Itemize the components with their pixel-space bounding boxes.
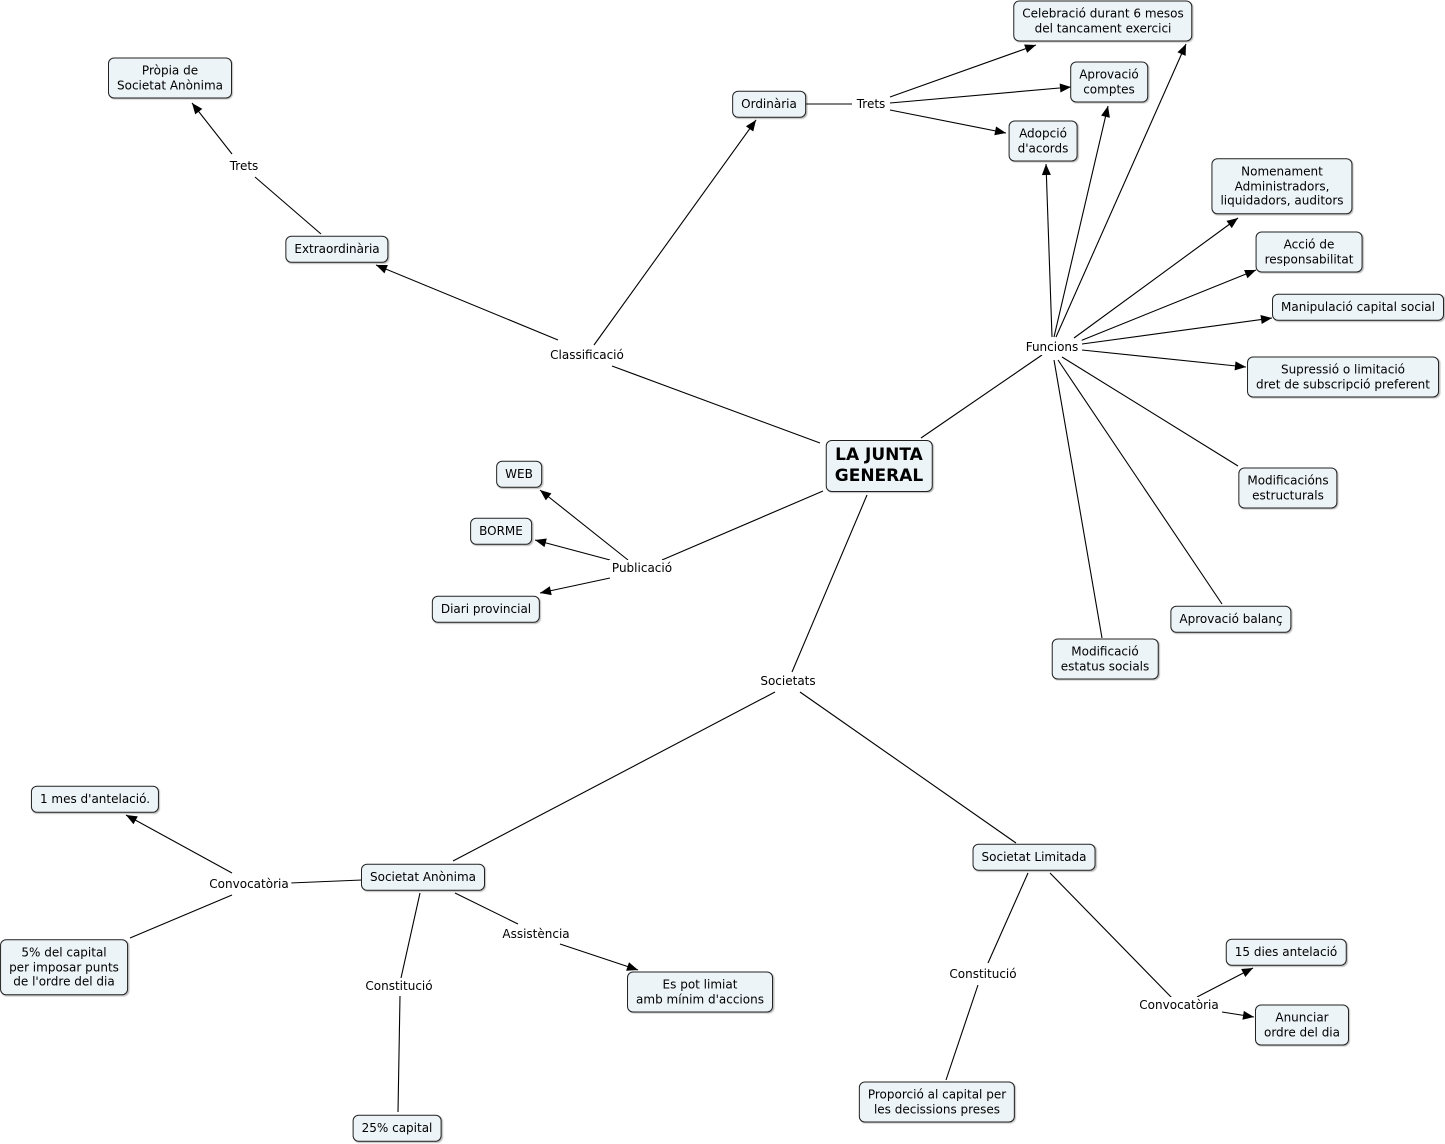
connector-line-30: [400, 892, 421, 979]
link-classificacio: Classificació: [547, 347, 627, 363]
link-publicacio: Publicació: [608, 560, 676, 576]
arrowhead-12: [1177, 44, 1186, 56]
arrowhead-21: [540, 490, 552, 501]
connector-line-24: [791, 494, 868, 673]
concept-aprovacio-balanc[interactable]: Aprovació balanç: [1170, 605, 1292, 633]
connector-line-10: [1045, 163, 1053, 338]
concept-nomenament[interactable]: Nomenament Administradors, liquidadors, …: [1211, 158, 1353, 214]
concept-manipulacio-capital[interactable]: Manipulació capital social: [1272, 293, 1444, 321]
connector-line-27: [289, 879, 363, 884]
concept-propia-societat-anonima[interactable]: Pròpia de Societat Anònima: [108, 57, 232, 99]
connector-line-9: [920, 354, 1043, 439]
link-funcions: Funcions: [1022, 339, 1082, 355]
concept-un-mes-antelacio[interactable]: 1 mes d'antelació.: [30, 785, 160, 813]
arrowhead-3: [192, 103, 203, 115]
arrowhead-11: [1101, 106, 1110, 118]
concept-supressio-limitacio[interactable]: Supressió o limitació dret de subscripci…: [1247, 356, 1439, 398]
connector-line-21: [539, 489, 629, 561]
concept-societat-anonima[interactable]: Societat Anònima: [361, 863, 485, 891]
arrowhead-15: [1260, 315, 1272, 324]
connector-line-35: [945, 984, 979, 1081]
concept-diari-provincial[interactable]: Diari provincial: [431, 595, 541, 623]
arrowhead-13: [1226, 218, 1238, 229]
arrowhead-1: [376, 265, 388, 274]
arrowhead-37: [1241, 968, 1253, 978]
connector-line-23: [539, 577, 611, 594]
connector-line-17: [1061, 356, 1239, 467]
arrowhead-7: [1059, 83, 1071, 93]
connector-line-36: [1049, 872, 1173, 999]
link-trets-extraordinaria: Trets: [226, 158, 262, 174]
concept-modificacions-estructurals[interactable]: Modificacións estructurals: [1238, 467, 1338, 509]
connector-line-28: [125, 814, 233, 874]
arrowhead-8: [994, 126, 1006, 136]
link-convocatoria-sl: Convocatòria: [1136, 997, 1222, 1013]
connector-line-20: [661, 490, 824, 561]
concept-web[interactable]: WEB: [496, 460, 542, 488]
connector-line-25: [452, 691, 776, 862]
arrowhead-28: [126, 815, 138, 825]
connector-line-11: [1053, 105, 1109, 338]
connector-line-8: [889, 109, 1007, 134]
concept-extraordinaria[interactable]: Extraordinària: [285, 235, 389, 263]
arrowhead-4: [745, 120, 756, 132]
connector-line-18: [1057, 359, 1223, 605]
link-constitucio-sl: Constitució: [946, 966, 1020, 982]
concept-ordinaria[interactable]: Ordinària: [732, 90, 806, 118]
concept-anunciar-ordre[interactable]: Anunciar ordre del dia: [1254, 1004, 1350, 1046]
concept-accio-responsabilitat[interactable]: Acció de responsabilitat: [1255, 231, 1363, 273]
arrowhead-33: [626, 962, 638, 971]
concept-celebracio[interactable]: Celebració durant 6 mesos del tancament …: [1013, 0, 1193, 42]
connector-line-15: [1081, 317, 1273, 345]
connector-line-16: [1081, 349, 1247, 368]
arrowhead-38: [1242, 1010, 1254, 1020]
link-convocatoria-sa: Convocatòria: [206, 876, 292, 892]
connector-line-19: [1053, 359, 1103, 639]
concept-adopcio-acords[interactable]: Adopció d'acords: [1008, 120, 1078, 162]
arrowhead-14: [1244, 269, 1256, 279]
connector-line-7: [889, 86, 1072, 104]
connector-line-6: [889, 44, 1037, 98]
connector-line-33: [559, 943, 639, 971]
concept-la-junta-general[interactable]: LA JUNTA GENERAL: [825, 440, 933, 492]
arrowhead-23: [540, 586, 552, 596]
arrowhead-16: [1234, 361, 1246, 371]
concept-proporcio-capital[interactable]: Proporció al capital per les decissions …: [858, 1081, 1016, 1123]
connector-line-12: [1055, 43, 1187, 338]
arrowhead-6: [1024, 44, 1036, 53]
concept-modificacio-estatus[interactable]: Modificació estatus socials: [1051, 638, 1159, 680]
connector-line-31: [397, 995, 401, 1113]
link-assistencia: Assistència: [499, 926, 573, 942]
connector-line-22: [534, 539, 611, 561]
connector-line-4: [593, 119, 757, 346]
connector-line-14: [1079, 269, 1257, 342]
concept-vint-cinc-pct-capital[interactable]: 25% capital: [352, 1114, 442, 1142]
concept-es-pot-limitar[interactable]: Es pot limiat amb mínim d'accions: [627, 971, 773, 1013]
connector-line-26: [799, 691, 1017, 844]
connector-line-29: [129, 894, 233, 939]
concept-quinze-dies[interactable]: 15 dies antelació: [1225, 938, 1347, 966]
connector-line-1: [375, 264, 559, 341]
connector-line-34: [987, 872, 1029, 964]
connector-line-2: [254, 176, 322, 235]
link-constitucio-sa: Constitució: [362, 978, 436, 994]
connector-line-13: [1073, 217, 1239, 339]
link-trets-ordinaria: Trets: [853, 96, 889, 112]
concept-cinc-pct-capital[interactable]: 5% del capital per imposar punts de l'or…: [0, 939, 128, 995]
link-societats: Societats: [757, 673, 819, 689]
concept-borme[interactable]: BORME: [470, 517, 532, 545]
connector-line-32: [454, 892, 519, 925]
arrowhead-10: [1041, 164, 1051, 176]
concept-societat-limitada[interactable]: Societat Limitada: [972, 843, 1096, 871]
concept-aprovacio-comptes[interactable]: Aprovació comptes: [1070, 61, 1148, 103]
arrowhead-22: [535, 538, 547, 548]
connector-line-0: [611, 365, 821, 444]
